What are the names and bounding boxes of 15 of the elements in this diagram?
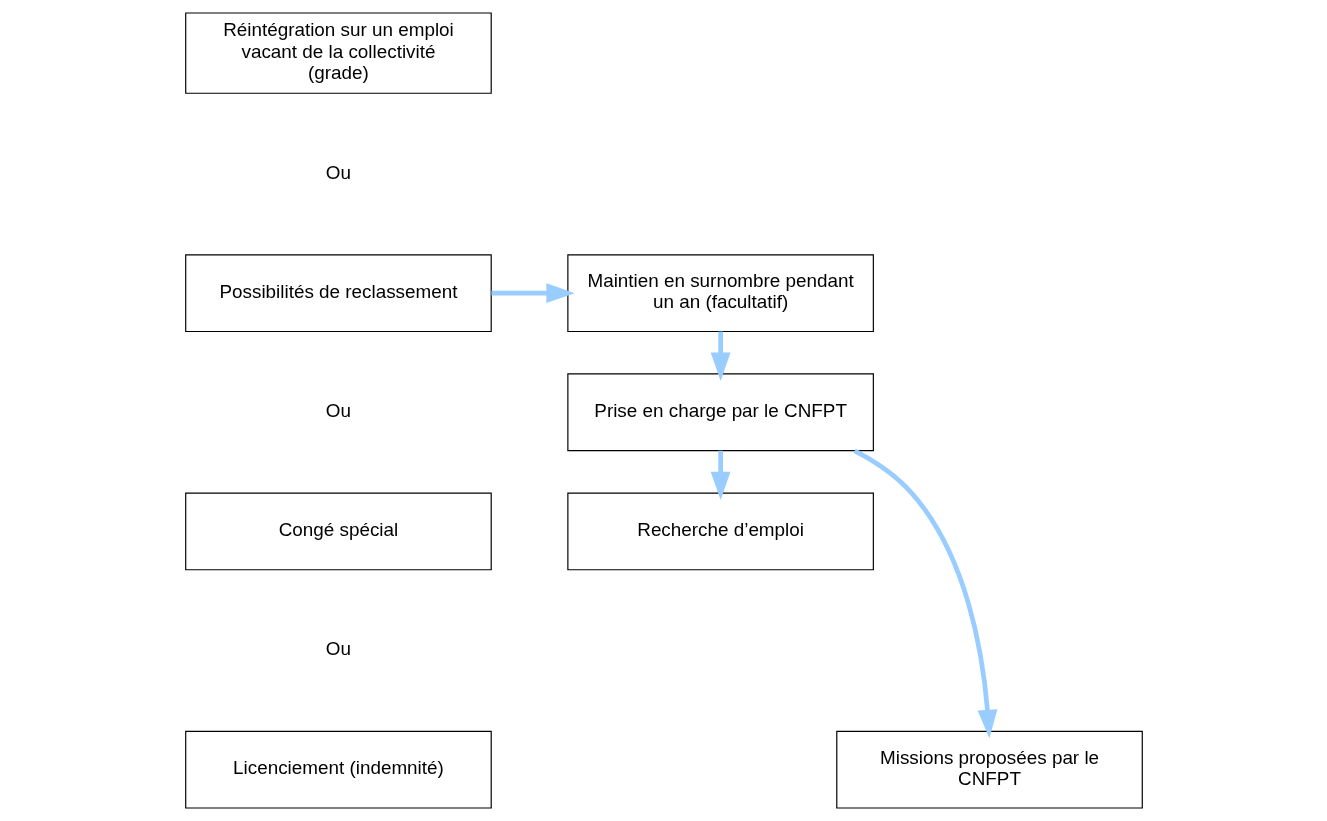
node-box: Recherche d’emploi — [566, 492, 874, 571]
node-box: Congé spécial — [184, 492, 492, 571]
node-box: Licenciement (indemnité) — [184, 730, 492, 809]
arrow — [853, 448, 997, 739]
node-box: Missions proposées par le CNFPT — [835, 730, 1143, 809]
arrow — [491, 283, 575, 304]
label: Ou — [325, 638, 351, 660]
arrow — [710, 331, 731, 381]
arrow — [710, 450, 731, 501]
node-box: Prise en charge par le CNFPT — [566, 373, 874, 452]
label: Ou — [325, 161, 351, 183]
node-box: Maintien en surnombre pendant un an (facultatif) — [566, 254, 874, 333]
node-box: Réintégration sur un emploi vacant de la collectivité (grade) — [184, 12, 492, 94]
node-box: Possibilités de reclassement — [184, 254, 492, 333]
label: Ou — [325, 399, 351, 421]
